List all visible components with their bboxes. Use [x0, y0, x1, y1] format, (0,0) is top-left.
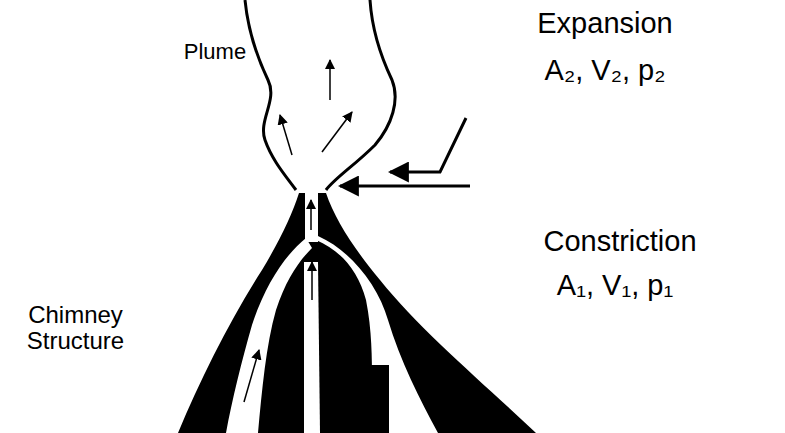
flow-channel [226, 238, 312, 433]
variable-label: A₁, V₁, p₁ [505, 270, 725, 302]
variable-label: A₂, V₂, p₂ [505, 55, 705, 87]
region-label: Plume [170, 40, 260, 64]
chimney-block [367, 365, 389, 433]
region-label: Expansion [515, 8, 695, 40]
flow-channel [304, 262, 320, 433]
leader-arrow [340, 185, 470, 188]
region-label: Constriction [500, 226, 740, 258]
leader-arrow [390, 118, 466, 172]
flow-channel [316, 236, 438, 433]
region-label: Chimney Structure [8, 302, 143, 355]
flow-channel [305, 193, 318, 242]
plume-outline [245, 0, 296, 190]
plume-outline [326, 0, 395, 190]
chimney-body [178, 193, 536, 433]
flow-arrows [244, 60, 358, 402]
